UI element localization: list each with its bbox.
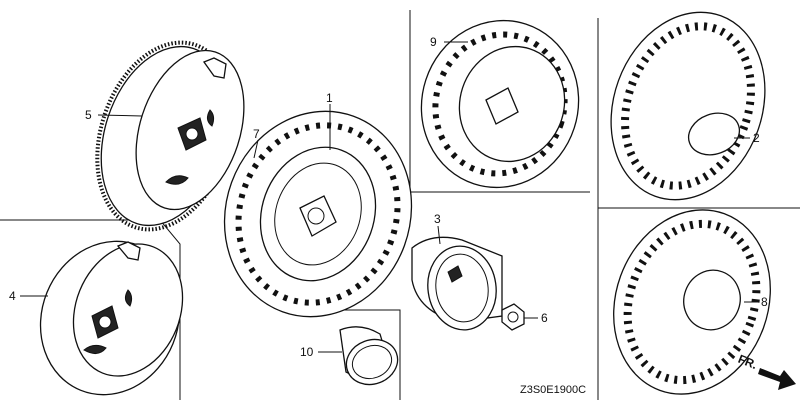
callout-7: 7 bbox=[253, 127, 260, 141]
cooling-fan-part bbox=[223, 110, 413, 318]
callout-3: 3 bbox=[434, 212, 441, 226]
collar-part bbox=[339, 326, 399, 386]
callout-2: 2 bbox=[753, 131, 760, 145]
rotating-screen-part bbox=[610, 11, 766, 201]
diagram-code: Z3S0E1900C bbox=[520, 384, 586, 396]
flywheel-ring-gear-part bbox=[95, 40, 245, 232]
cooling-fan-alt-part bbox=[420, 19, 580, 189]
callout-1: 1 bbox=[326, 91, 333, 105]
callout-8: 8 bbox=[761, 295, 768, 309]
callout-10: 10 bbox=[300, 345, 314, 359]
screen-grid-part bbox=[613, 209, 771, 395]
callout-5: 5 bbox=[85, 108, 92, 122]
flywheel-part bbox=[39, 240, 184, 396]
callout-4: 4 bbox=[9, 289, 16, 303]
callout-9: 9 bbox=[430, 35, 437, 49]
callout-6: 6 bbox=[541, 311, 548, 325]
starter-pulley-part bbox=[411, 236, 503, 331]
flange-nut-part bbox=[501, 303, 525, 331]
leader-lines bbox=[20, 41, 758, 353]
front-direction-arrow-icon: FR. bbox=[736, 352, 796, 390]
direction-label: FR. bbox=[736, 352, 759, 372]
